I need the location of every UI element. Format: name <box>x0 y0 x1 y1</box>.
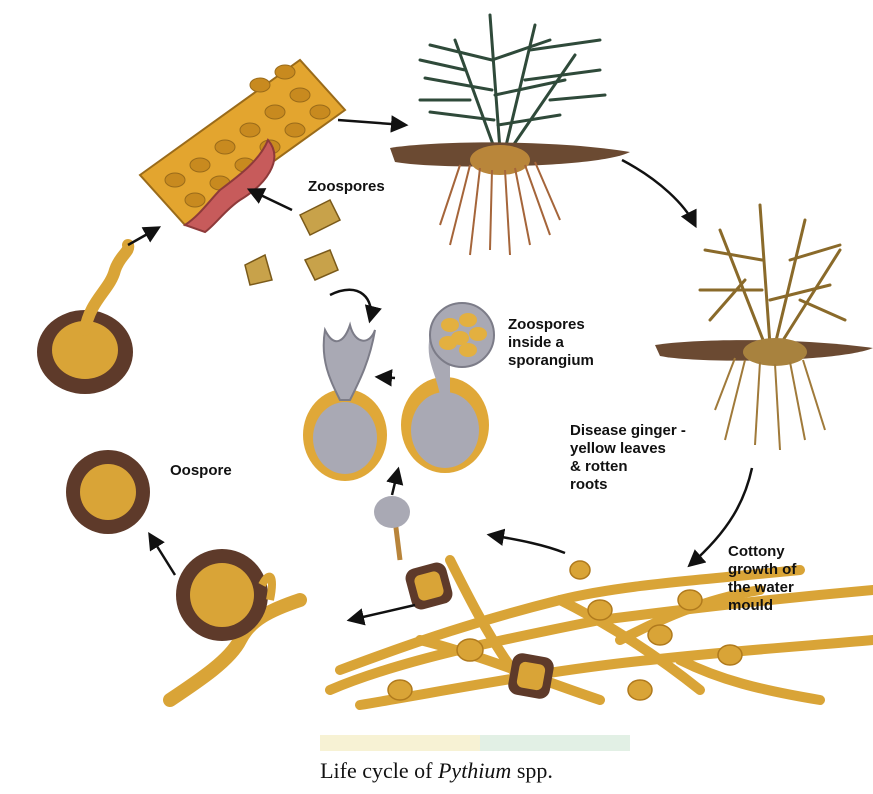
infected-host-tissue <box>140 60 345 232</box>
label-cottony-growth: Cottony growth of the water mould <box>728 543 796 615</box>
healthy-ginger-plant <box>390 15 630 255</box>
watermark-yellow <box>320 735 480 751</box>
watermark-green <box>480 735 630 751</box>
sporangium-with-zoospores <box>401 303 494 473</box>
label-zoospores-inside-sporangium: Zoospores inside a sporangium <box>508 316 594 370</box>
label-zoospores: Zoospores <box>308 178 385 196</box>
zoospores-group <box>245 200 340 285</box>
diseased-ginger-plant <box>655 205 873 450</box>
empty-sporangium <box>303 325 387 481</box>
figure-caption: Life cycle of Pythium spp. <box>0 758 873 784</box>
label-disease-ginger: Disease ginger - yellow leaves & rotten … <box>570 422 686 494</box>
label-oospore: Oospore <box>170 462 232 480</box>
oospore <box>66 450 150 534</box>
oospore-on-hypha <box>170 549 300 700</box>
germinating-oospore <box>37 245 133 394</box>
young-sporangium <box>374 496 410 560</box>
